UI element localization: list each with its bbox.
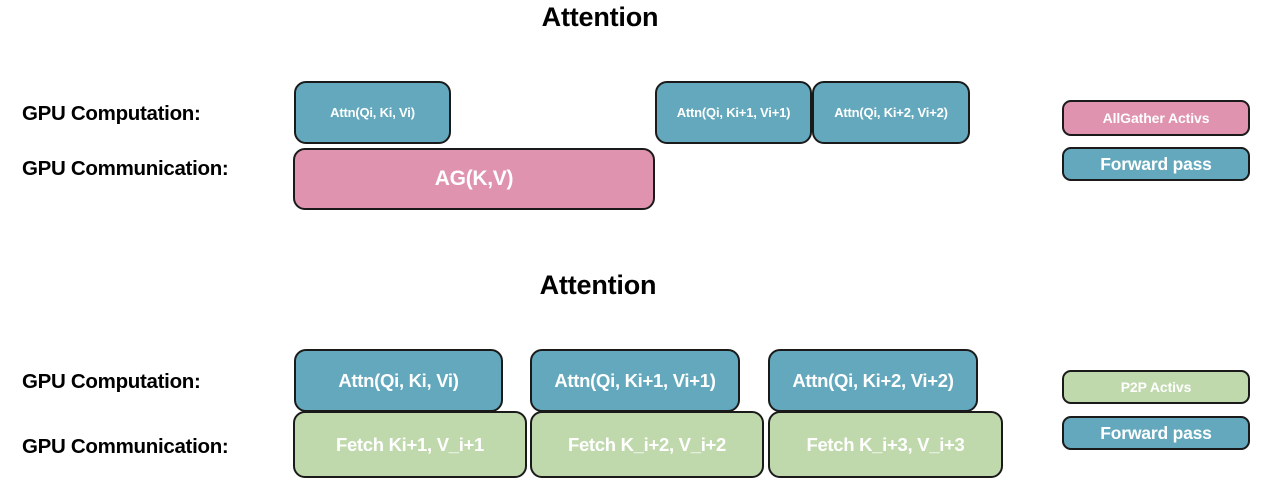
section-title-allgather: Attention [541,2,659,32]
legend-item-forward-pass-allgather[interactable]: Forward pass [1062,147,1250,181]
comm-block-fetch-2-p2p[interactable]: Fetch K_i+3, V_i+3 [768,411,1003,478]
row-label-computation-p2p: GPU Computation: [22,370,201,393]
row-label-communication-p2p: GPU Communication: [22,435,229,458]
comm-block-fetch-1-p2p[interactable]: Fetch K_i+2, V_i+2 [530,411,764,478]
comm-block-fetch-0-p2p[interactable]: Fetch Ki+1, V_i+1 [293,411,527,478]
compute-block-attn-2-p2p[interactable]: Attn(Qi, Ki+2, Vi+2) [768,349,978,412]
row-label-communication-allgather: GPU Communication: [22,157,229,180]
compute-block-attn-2-allgather[interactable]: Attn(Qi, Ki+2, Vi+2) [812,81,970,144]
compute-block-attn-1-p2p[interactable]: Attn(Qi, Ki+1, Vi+1) [530,349,740,412]
compute-block-attn-0-allgather[interactable]: Attn(Qi, Ki, Vi) [294,81,451,144]
compute-block-attn-1-allgather[interactable]: Attn(Qi, Ki+1, Vi+1) [655,81,812,144]
legend-item-forward-pass-p2p[interactable]: Forward pass [1062,416,1250,450]
legend-item-p2p-activs[interactable]: P2P Activs [1062,370,1250,404]
section-title-p2p: Attention [539,270,657,300]
compute-block-attn-0-p2p[interactable]: Attn(Qi, Ki, Vi) [294,349,503,412]
legend-item-allgather-activs[interactable]: AllGather Activs [1062,100,1250,136]
comm-block-allgather-kv[interactable]: AG(K,V) [293,148,655,210]
row-label-computation-allgather: GPU Computation: [22,102,201,125]
